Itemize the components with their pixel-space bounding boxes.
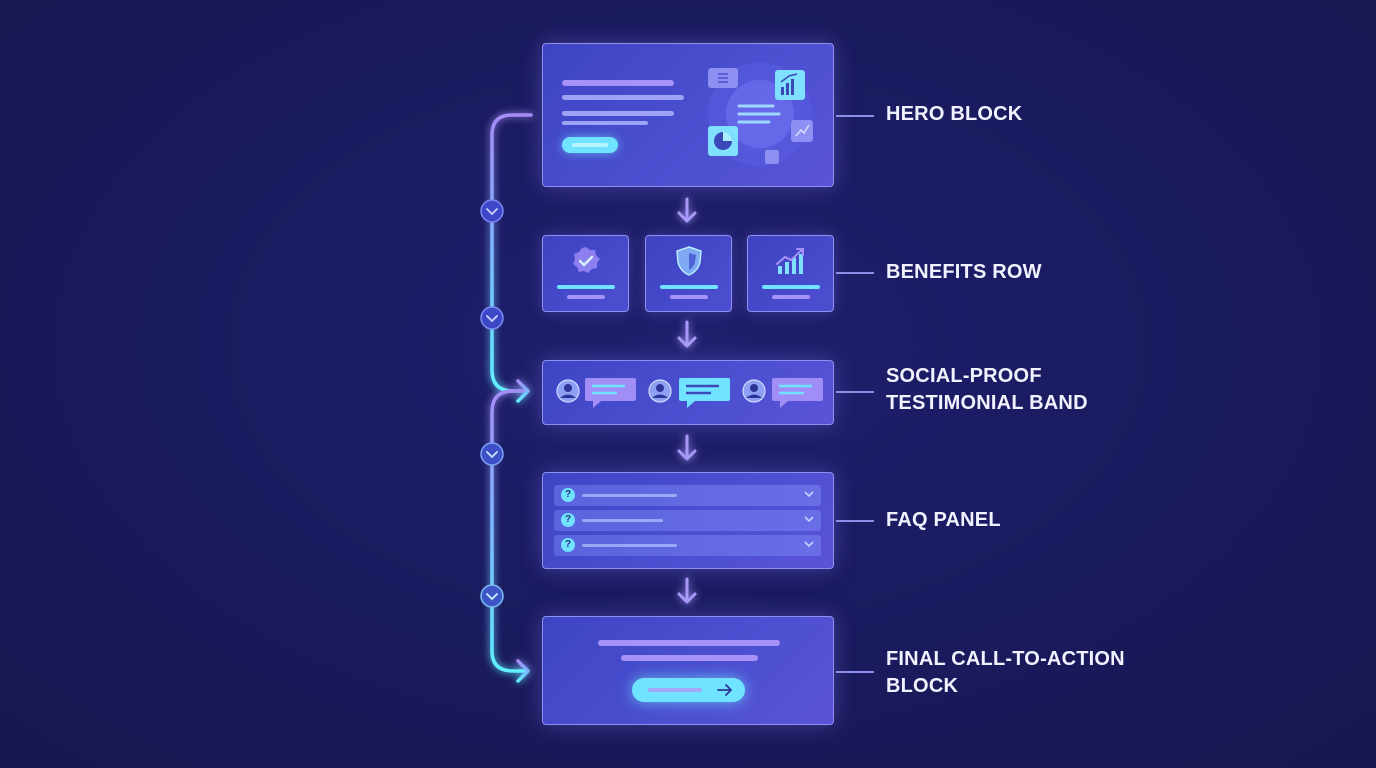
hero-text-line [562, 95, 684, 100]
cta-block-label: FINAL CALL-TO-ACTION BLOCK [886, 646, 1125, 700]
benefit-title-line [557, 285, 615, 289]
benefits-leader-line [836, 272, 874, 274]
faq-panel-label: FAQ PANEL [886, 509, 1001, 531]
faq-question-line [582, 494, 677, 497]
cta-block [542, 616, 834, 725]
flow-chevron-icon [480, 199, 504, 608]
faq-leader-line [836, 520, 874, 522]
testimonial-band [542, 360, 834, 425]
cta-heading-line [598, 640, 780, 646]
shield-icon [676, 246, 702, 276]
speech-bubble-icon [679, 378, 730, 408]
benefit-card-check [542, 235, 629, 312]
faq-question-line [582, 519, 663, 522]
growth-chart-icon [776, 248, 804, 274]
question-icon: ? [561, 513, 575, 527]
benefits-row-label: BENEFITS ROW [886, 261, 1042, 283]
benefit-text-line [772, 295, 810, 299]
question-icon: ? [561, 538, 575, 552]
question-icon: ? [561, 488, 575, 502]
testimonial-band-label: SOCIAL-PROOF TESTIMONIAL BAND [886, 363, 1088, 417]
testimonial-items [556, 378, 823, 408]
menu-icon [708, 68, 738, 88]
bar-chart-icon [775, 70, 805, 100]
faq-row[interactable]: ? [554, 535, 821, 556]
faq-question-line [582, 544, 677, 547]
benefit-title-line [762, 285, 820, 289]
cta-label-line1: FINAL CALL-TO-ACTION [886, 648, 1125, 670]
hero-text-line [562, 121, 648, 125]
testimonial-label-line2: TESTIMONIAL BAND [886, 392, 1088, 414]
benefit-text-line [567, 295, 605, 299]
cta-label-line2: BLOCK [886, 675, 959, 697]
hero-leader-line [836, 115, 874, 117]
hero-text-line [562, 111, 674, 116]
speech-bubble-icon [585, 378, 636, 408]
faq-row[interactable]: ? [554, 485, 821, 506]
hero-illustration [708, 62, 813, 166]
chevron-down-icon [804, 516, 814, 523]
benefit-card-shield [645, 235, 732, 312]
cta-subheading-line [621, 655, 758, 661]
pie-chart-icon [708, 126, 738, 156]
avatar-icon [648, 379, 672, 403]
cta-leader-line [836, 671, 874, 673]
speech-bubble-icon [772, 378, 823, 408]
testimonial-leader-line [836, 391, 874, 393]
hero-block-label: HERO BLOCK [886, 103, 1023, 125]
hero-block [542, 43, 834, 187]
hero-heading-line [562, 80, 674, 86]
avatar-icon [556, 379, 580, 403]
avatar-icon [742, 379, 766, 403]
arrow-right-icon [717, 684, 732, 696]
cta-button[interactable] [632, 678, 745, 702]
trend-line-icon [791, 120, 813, 142]
benefit-card-growth [747, 235, 834, 312]
chevron-down-icon [804, 541, 814, 548]
down-arrow-icon [677, 197, 697, 604]
benefit-text-line [670, 295, 708, 299]
testimonial-label-line1: SOCIAL-PROOF [886, 365, 1042, 387]
benefit-title-line [660, 285, 718, 289]
chevron-down-icon [804, 491, 814, 498]
hero-cta-pill [562, 137, 618, 153]
faq-row[interactable]: ? [554, 510, 821, 531]
check-badge-icon [573, 247, 600, 273]
